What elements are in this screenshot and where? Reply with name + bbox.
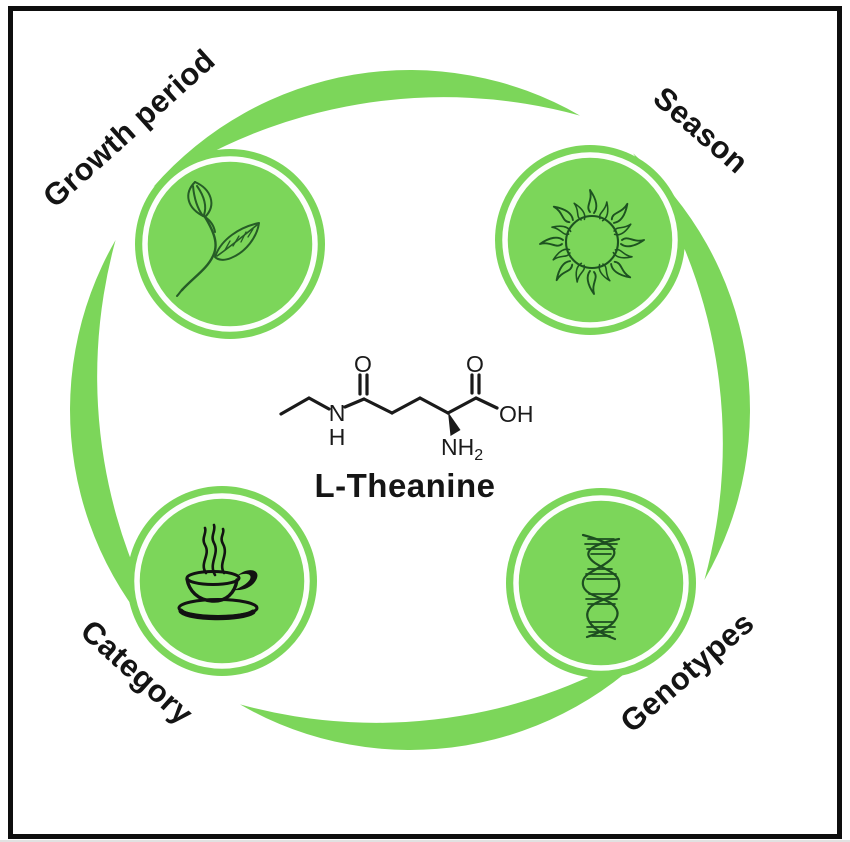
l-theanine-structure: O O N H OH NH2 <box>279 351 534 464</box>
tea-sprout-icon <box>176 181 260 297</box>
factor-node-genotypes <box>506 488 696 678</box>
atom-nh-hydrogen: H <box>329 424 346 450</box>
atom-nitrogen: N <box>329 400 346 426</box>
factor-node-category <box>127 486 317 676</box>
node-white-ring <box>513 495 689 671</box>
factor-node-season <box>495 145 685 335</box>
factor-node-growth-period <box>135 149 325 339</box>
compound-name: L-Theanine <box>314 467 495 504</box>
node-disc <box>127 486 317 676</box>
node-disc <box>135 149 325 339</box>
atom-amide-oxygen: O <box>354 351 372 377</box>
factor-label-season: Season <box>647 80 755 181</box>
atom-amine: NH2 <box>441 434 483 464</box>
atom-acid-oxygen: O <box>466 351 484 377</box>
bottom-edge-strip <box>0 840 850 842</box>
wedge-bond <box>448 412 461 436</box>
node-white-ring <box>142 156 318 332</box>
sun-icon <box>539 189 645 295</box>
figure-frame <box>8 6 842 839</box>
node-disc <box>506 488 696 678</box>
node-disc <box>495 145 685 335</box>
node-white-ring <box>134 493 310 669</box>
node-white-ring <box>502 152 678 328</box>
atom-hydroxyl: OH <box>499 401 534 427</box>
dna-icon <box>581 533 621 641</box>
tea-cup-icon <box>177 523 259 621</box>
